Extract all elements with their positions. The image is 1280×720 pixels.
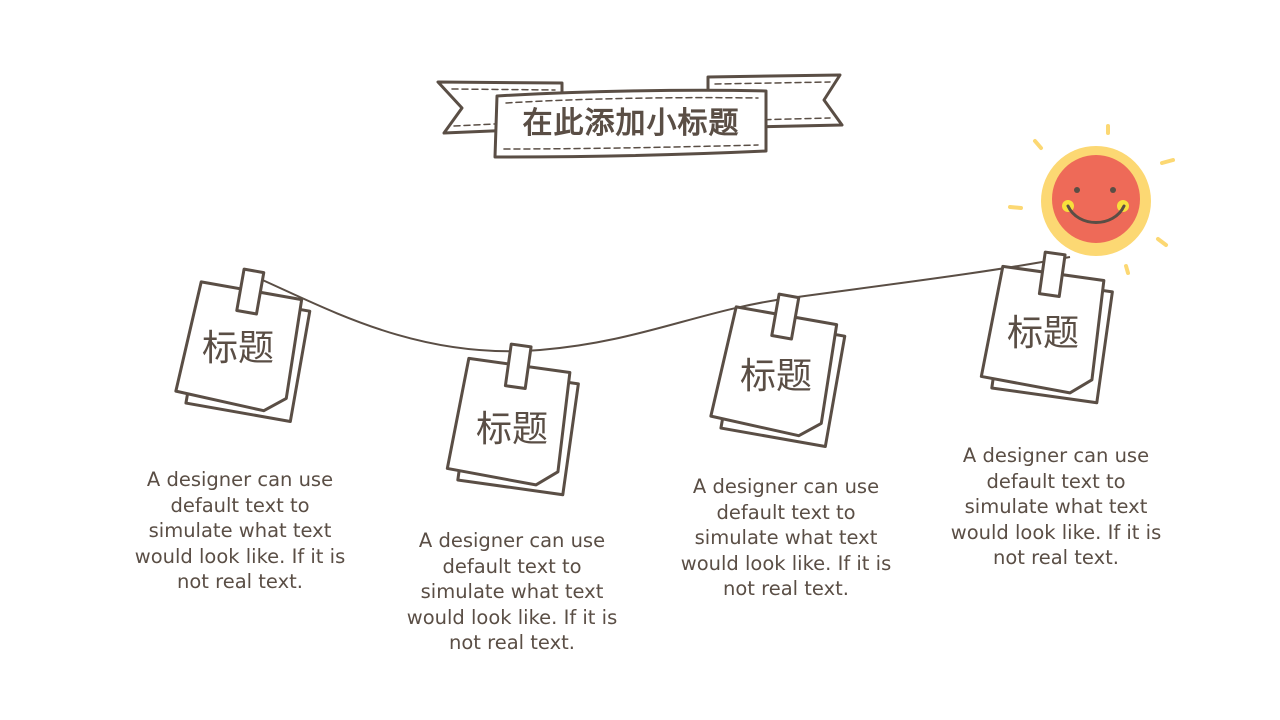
smiling-sun-icon — [1008, 124, 1175, 275]
card-title-3: 标题 — [739, 356, 812, 397]
banner-title: 在此添加小标题 — [522, 107, 740, 140]
sticky-note-icon — [174, 267, 312, 423]
ribbon-banner-icon — [436, 73, 844, 159]
card-description-3: A designer can use default text to simul… — [680, 475, 892, 600]
card-title-1: 标题 — [201, 328, 274, 369]
card-title-2: 标题 — [475, 409, 548, 450]
card-title-4: 标题 — [1006, 313, 1079, 354]
sticky-note-icon — [445, 342, 580, 497]
card-description-1: A designer can use default text to simul… — [134, 468, 346, 593]
card-description-4: A designer can use default text to simul… — [950, 444, 1162, 569]
sticky-note-icon — [979, 250, 1114, 405]
card-description-2: A designer can use default text to simul… — [406, 529, 618, 654]
sticky-note-icon — [709, 292, 847, 448]
hanging-string — [257, 256, 1071, 353]
